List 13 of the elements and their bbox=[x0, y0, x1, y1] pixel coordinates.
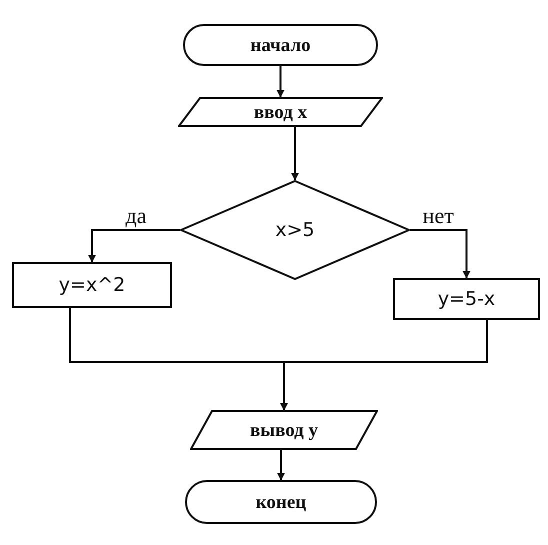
node-label: конец bbox=[256, 492, 306, 512]
node-label: y=x^2 bbox=[58, 276, 126, 294]
arrow bbox=[276, 66, 284, 98]
node-label: начало bbox=[250, 36, 311, 54]
node-label: x>5 bbox=[275, 220, 315, 240]
arrow bbox=[291, 127, 299, 181]
arrow bbox=[280, 320, 488, 411]
node-label: ввод x bbox=[254, 102, 308, 122]
arrow bbox=[277, 450, 285, 481]
node-label: y=5-x bbox=[438, 290, 496, 308]
arrow bbox=[410, 229, 470, 279]
node-label: вывод y bbox=[250, 420, 318, 440]
arrow bbox=[88, 229, 180, 263]
